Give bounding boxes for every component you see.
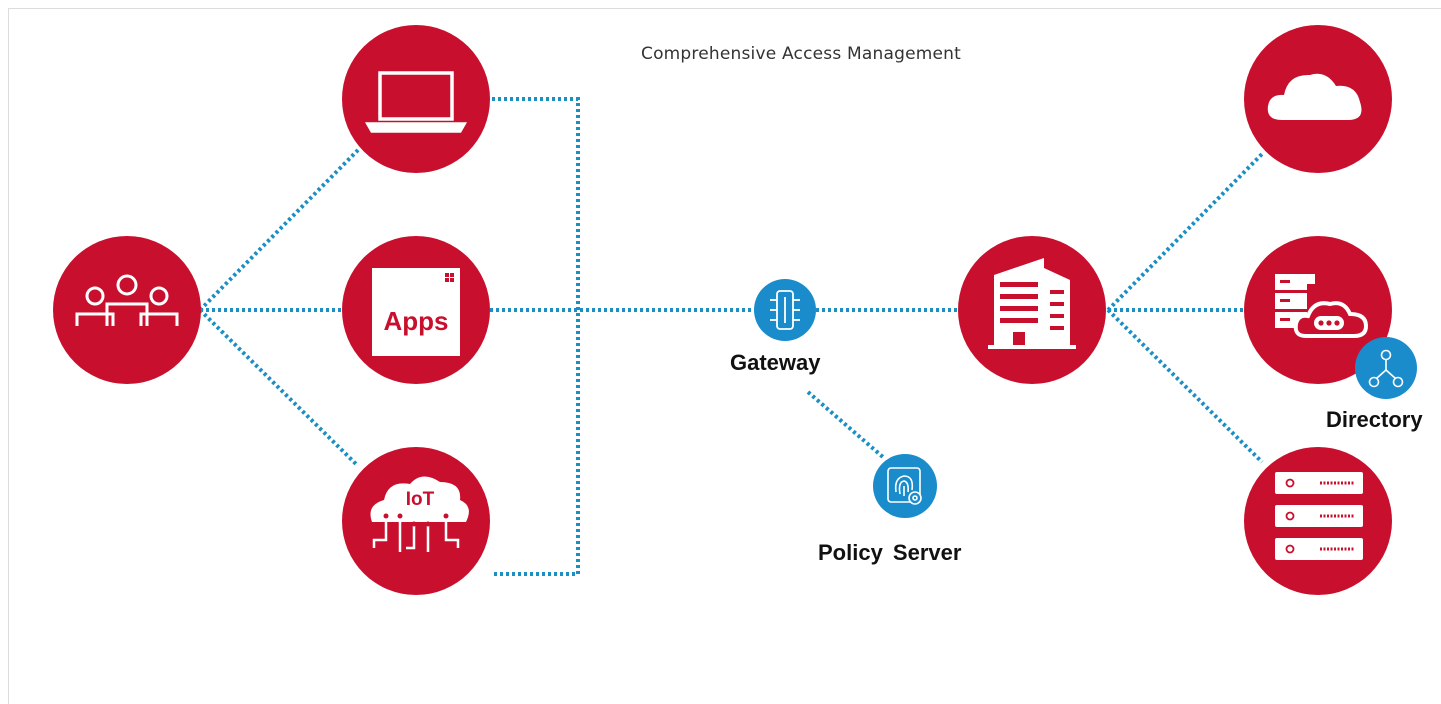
apps-node: Apps (342, 236, 490, 384)
connector-users-laptop (198, 148, 360, 312)
iot-text: IoT (406, 489, 435, 510)
connector-enterprise-cloud (1106, 152, 1264, 312)
fingerprint-gear-icon (887, 467, 922, 505)
diagram-title: Comprehensive Access Management (641, 44, 961, 64)
database-cloud-icon (1275, 274, 1369, 338)
iot-cloud-icon (370, 476, 469, 552)
enterprise-node (958, 236, 1106, 384)
hierarchy-icon (1355, 337, 1417, 399)
policy-server-node (873, 454, 937, 518)
cloud-icon (1267, 73, 1362, 120)
laptop-icon (364, 71, 468, 133)
gateway-node (754, 279, 816, 341)
gateway-label: Gateway (730, 350, 821, 375)
apps-icon (372, 268, 460, 356)
connector-gateway-policy (806, 390, 886, 460)
connector-users-iot (198, 308, 360, 468)
connectors (198, 97, 1264, 576)
diagram-frame (8, 8, 1441, 704)
building-icon (988, 258, 1076, 349)
connector-enterprise-servers (1106, 308, 1264, 464)
directory-label: Directory (1326, 407, 1423, 432)
cloud-node (1244, 25, 1392, 173)
servers-node (1244, 447, 1392, 595)
connector-laptop-bus (492, 97, 580, 576)
iot-node: IoT (342, 447, 490, 595)
users-icon (75, 274, 179, 326)
gateway-icon (770, 290, 800, 330)
server-rack-icon (1275, 472, 1363, 560)
laptop-node (342, 25, 490, 173)
users-node (53, 236, 201, 384)
policy-server-label: Policy Server (818, 540, 962, 565)
apps-text: Apps (384, 306, 449, 336)
directory-node (1244, 236, 1417, 399)
